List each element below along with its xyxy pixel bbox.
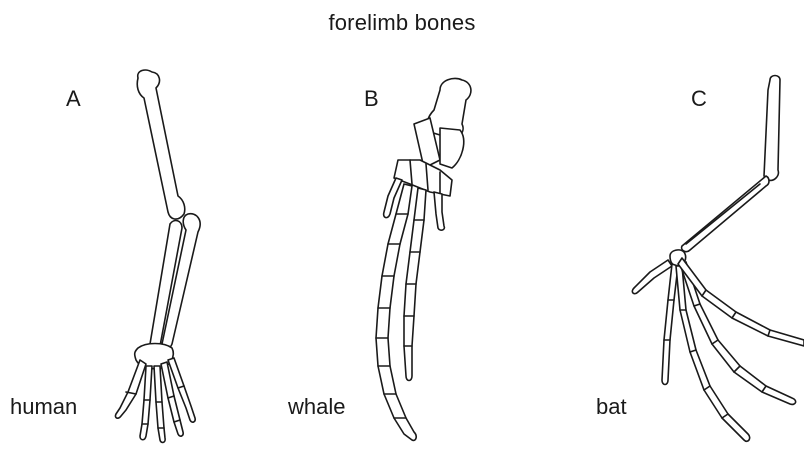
human-thumb: [115, 360, 146, 418]
bat-thumb: [632, 260, 672, 294]
bat-digit-3: [676, 266, 750, 441]
whale-digit-4: [434, 192, 444, 230]
whale-forelimb: [376, 78, 471, 440]
bat-forelimb: [632, 76, 804, 442]
human-forelimb: [115, 70, 200, 442]
whale-ulna: [440, 128, 464, 168]
human-humerus: [137, 70, 185, 219]
bat-humerus: [764, 76, 780, 181]
bat-digit-2: [662, 264, 678, 385]
